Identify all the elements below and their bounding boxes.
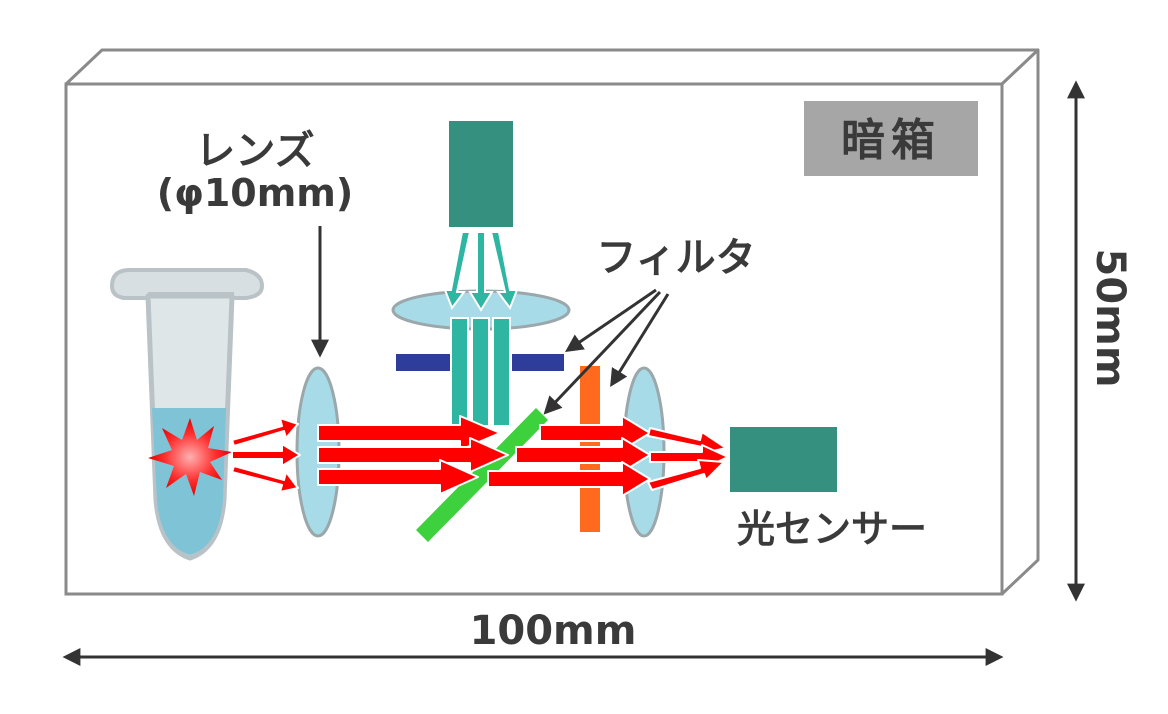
- filter-pointer-excitation: [565, 288, 657, 353]
- excitation-filter-right: [512, 354, 564, 371]
- filter-label: フィルタ: [596, 235, 755, 281]
- excitation-column-1: [450, 317, 469, 427]
- height-dimension: 50mm: [1067, 80, 1133, 602]
- light-sensor: [730, 427, 837, 492]
- dark-box-badge: 暗箱: [804, 101, 978, 176]
- red-beam-lower: [317, 459, 479, 495]
- red-beam-after-lower: [487, 461, 651, 497]
- dark-box-side-face: [1000, 48, 1040, 596]
- width-dimension: 100mm: [62, 608, 1004, 666]
- red-ray-tube-middle: [231, 443, 301, 467]
- filter-annotation: フィルタ: [543, 235, 756, 415]
- excitation-column-3: [492, 317, 511, 427]
- red-ray-sensor-lower: [647, 459, 725, 491]
- dark-box-badge-bg: [804, 101, 978, 176]
- width-dimension-label: 100mm: [470, 608, 637, 654]
- dark-box-top-face: [64, 48, 1040, 86]
- excitation-ray-3: [489, 231, 519, 311]
- dark-box-label: 暗箱: [841, 115, 941, 166]
- excitation-ray-1: [443, 231, 472, 311]
- excitation-filter-left: [396, 354, 450, 371]
- fluorescence-beams: [231, 415, 729, 497]
- tube-cap: [109, 268, 265, 300]
- height-dimension-label: 50mm: [1087, 248, 1133, 387]
- lens-annotation: レンズ (φ10mm): [157, 128, 354, 358]
- red-beam-middle: [317, 437, 509, 473]
- light-sensor-label: 光センサー: [737, 507, 927, 551]
- excitation-column-2: [471, 317, 490, 427]
- fluorescence-burst: [148, 418, 232, 496]
- excitation-beams: [443, 231, 519, 427]
- lens-size-label: (φ10mm): [157, 171, 354, 215]
- excitation-light-source: [449, 121, 513, 227]
- excitation-ray-2: [468, 231, 494, 312]
- red-ray-tube-upper: [231, 417, 299, 447]
- red-beam-after-middle: [515, 437, 651, 473]
- lens-label: レンズ: [195, 128, 314, 174]
- dichroic-mirror: [416, 408, 548, 542]
- sample-tube: [109, 268, 265, 561]
- filter-pointer-emission: [610, 293, 670, 388]
- filter-pointer-dichroic: [543, 290, 662, 415]
- red-ray-tube-lower: [231, 465, 299, 493]
